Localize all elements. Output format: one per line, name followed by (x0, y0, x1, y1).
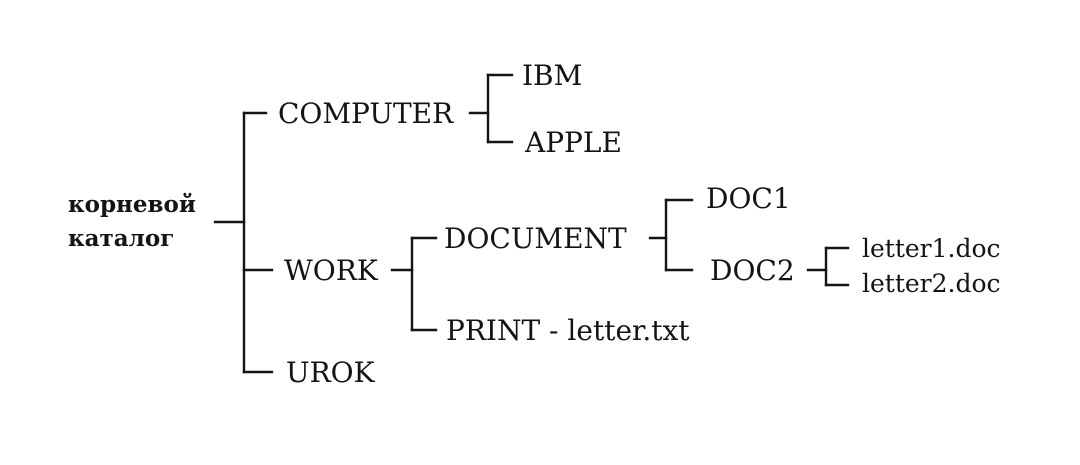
node-computer: COMPUTER (278, 97, 454, 130)
node-urok: UROK (286, 356, 376, 389)
tree-connectors (213, 73, 850, 374)
node-letter1: letter1.doc (862, 234, 1001, 263)
node-letter2: letter2.doc (862, 269, 1001, 298)
node-doc2: DOC2 (710, 254, 795, 287)
root-label-line2: каталог (68, 225, 174, 252)
root-label-line1: корневой (68, 191, 196, 218)
node-apple: APPLE (524, 126, 622, 159)
tree-labels: корневой каталог COMPUTER IBM APPLE WORK… (68, 59, 1001, 389)
node-print: PRINT - letter.txt (446, 314, 690, 347)
node-ibm: IBM (522, 59, 582, 92)
node-doc1: DOC1 (706, 182, 791, 215)
node-document: DOCUMENT (444, 222, 627, 255)
node-work: WORK (284, 254, 379, 287)
